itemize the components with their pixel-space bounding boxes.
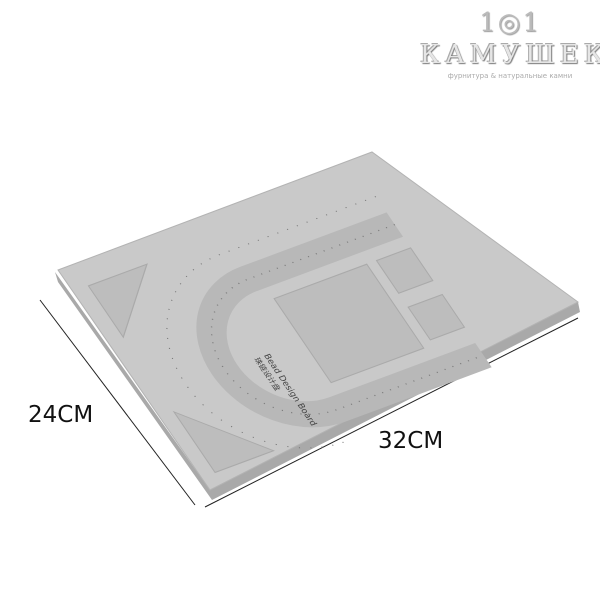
logo-gem-icon: 1◎1 (479, 8, 541, 38)
board-features: Bead Design Board 珠链设计盘 (87, 196, 492, 474)
logo-name: КАМУШЕК (420, 40, 600, 70)
small-compartment (375, 247, 434, 294)
corner-compartment (87, 263, 148, 339)
corner-compartment (172, 410, 275, 474)
logo-tagline: фурнитура & натуральные камни (447, 72, 573, 80)
small-compartment (407, 293, 466, 341)
center-compartment (273, 263, 425, 384)
width-label: 24CM (28, 402, 94, 428)
outer-scale (166, 196, 377, 449)
bead-track (196, 212, 492, 428)
width-dimension-line (39, 299, 196, 506)
length-dimension-line (204, 317, 579, 508)
length-label: 32CM (378, 428, 444, 454)
brand-logo: 1◎1 КАМУШЕК фурнитура & натуральные камн… (420, 0, 600, 100)
